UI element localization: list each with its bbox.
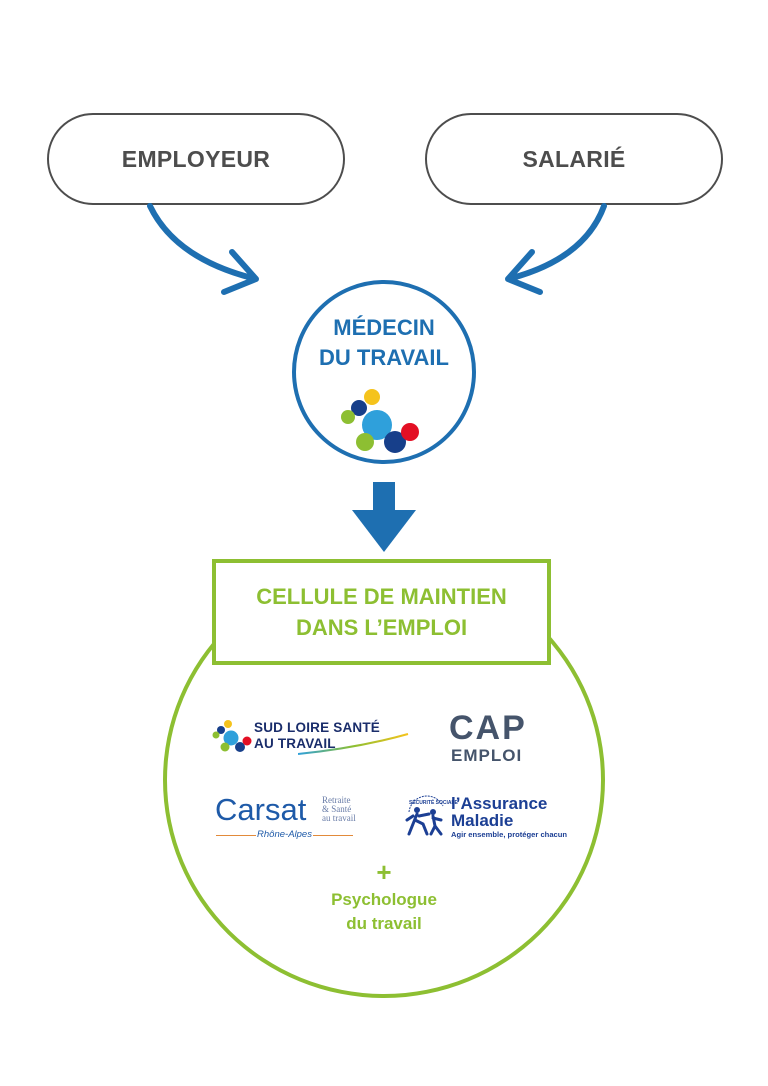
sud-loire-line2: AU TRAVAIL — [254, 736, 336, 751]
cellule-line1: CELLULE DE MAINTIEN — [256, 584, 507, 609]
cellule-line2: DANS L’EMPLOI — [295, 615, 468, 640]
sud-loire-logo: SUD LOIRE SANTÉ AU TRAVAIL — [212, 712, 412, 762]
carsat-region: Rhône-Alpes — [212, 829, 357, 840]
employeur-node: EMPLOYEUR — [47, 113, 345, 205]
curved-arrow-icon-right — [509, 203, 607, 281]
cap-emploi-line1: CAP — [449, 709, 527, 747]
cap-emploi-line2: EMPLOI — [451, 746, 523, 765]
assurance-maladie-logo: SÉCURITÉ SOCIALE l’Assurance Maladie Agi… — [403, 790, 567, 842]
employeur-label: EMPLOYEUR — [121, 145, 271, 172]
sud-loire-line1: SUD LOIRE SANTÉ — [254, 720, 381, 735]
family-figures-icon — [405, 795, 444, 836]
medecin-line2: DU TRAVAIL — [319, 345, 449, 370]
medecin-title: MÉDECIN DU TRAVAIL — [292, 313, 476, 373]
plus-sign: + — [376, 857, 392, 887]
salarie-label: SALARIÉ — [522, 145, 626, 172]
psychologue-line2: du travail — [346, 914, 422, 933]
cellule-box: CELLULE DE MAINTIEN DANS L’EMPLOI — [212, 559, 551, 665]
cap-emploi-logo: CAP EMPLOI — [446, 710, 546, 768]
arrowhead-left — [221, 249, 259, 295]
circles-cluster-icon — [341, 389, 419, 453]
curved-arrow-icon-left — [147, 203, 255, 281]
psychologue-label: Psychologue du travail — [284, 888, 484, 936]
psychologue-line1: Psychologue — [331, 890, 437, 909]
carsat-tag1: Retraite — [322, 795, 351, 805]
sud-loire-swoosh — [298, 733, 409, 755]
medecin-line1: MÉDECIN — [333, 315, 435, 340]
sud-loire-circles-icon — [212, 720, 252, 752]
salarie-node: SALARIÉ — [425, 113, 723, 205]
assurance-maladie-tagline: Agir ensemble, protéger chacun — [451, 830, 568, 839]
carsat-logo: Carsat Retraite & Santé au travail Rhône… — [212, 793, 362, 845]
carsat-tagline: Retraite & Santé au travail — [322, 796, 356, 823]
assurance-maladie-line2: Maladie — [451, 811, 514, 830]
assurance-maladie-arc: SÉCURITÉ SOCIALE — [409, 800, 458, 806]
carsat-tag3: au travail — [322, 813, 356, 823]
carsat-tag2: & Santé — [322, 804, 352, 814]
arrow-down-icon — [352, 482, 416, 552]
arrowhead-right — [505, 249, 543, 295]
assurance-maladie-line1: l’Assurance — [451, 794, 548, 813]
carsat-name: Carsat — [215, 792, 307, 827]
